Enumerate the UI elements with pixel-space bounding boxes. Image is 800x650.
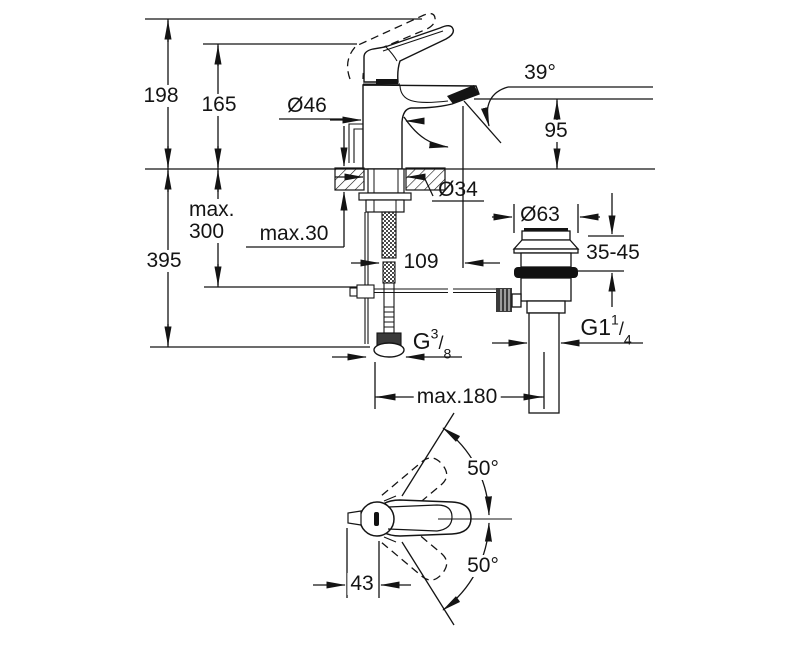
spout-flow-arc: [403, 116, 449, 149]
dim-label-50deg-top: 50°: [464, 457, 502, 481]
dim-label-max180: max.180: [413, 385, 501, 409]
drain-knob: [496, 288, 512, 312]
dim-label-g114: G11/4: [580, 311, 632, 348]
dim-label-395: 395: [143, 249, 185, 273]
dim-label-dia46: Ø46: [287, 93, 327, 117]
supply-hose: [373, 211, 405, 358]
drain-assembly: [496, 228, 580, 414]
handle-joint: [376, 79, 398, 84]
mounting-plate: [358, 192, 412, 201]
dim-label-198: 198: [140, 84, 182, 108]
hose-tube: [383, 282, 395, 334]
swivel-ray-up: [401, 412, 455, 497]
swivel-ray-down: [401, 541, 455, 626]
dim-label-max30: max.30: [259, 221, 329, 245]
dim-label-dia63: Ø63: [517, 203, 563, 227]
counter-hatch-left: [334, 167, 365, 191]
handle-lever: [363, 25, 455, 83]
dim-label-50deg-bot: 50°: [464, 554, 502, 578]
mounting-shank: [367, 168, 405, 194]
boss-slot: [374, 512, 379, 526]
dim-label-max300: max. 300: [186, 198, 238, 244]
dim-label-109: 109: [400, 250, 442, 274]
dim-label-39deg: 39°: [524, 60, 556, 84]
pop-up-rod-assembly: [349, 212, 497, 344]
dim-label-43: 43: [347, 572, 377, 596]
rod-coupler: [356, 284, 375, 299]
horizontal-rod: [374, 288, 497, 294]
hose-end-fitting: [373, 342, 405, 358]
dim-label-35-45: 35-45: [583, 241, 643, 265]
dim-label-g38: G3/8: [412, 325, 452, 362]
dim-label-165: 165: [198, 93, 240, 117]
dim-label-dia34: Ø34: [438, 177, 478, 201]
dimension-annotations: [164, 19, 643, 626]
faucet-body: [362, 84, 480, 170]
dim-label-95: 95: [541, 119, 571, 143]
faucet-side-view: [346, 12, 480, 170]
countertop-mounting: [334, 167, 446, 213]
spout-inner-curve: [399, 85, 449, 104]
braided-hose-lower: [382, 261, 396, 284]
pop-up-rod-top: [348, 123, 363, 163]
drain-gasket: [514, 267, 578, 278]
mounting-nut: [365, 199, 405, 213]
handle-raised-dashed: [346, 12, 436, 80]
handle-front-tab: [347, 510, 362, 526]
outlet-angle-ray: [463, 100, 502, 144]
aerator: [447, 85, 479, 104]
angle-arc-39: [481, 86, 509, 127]
braided-hose-upper: [381, 211, 397, 259]
